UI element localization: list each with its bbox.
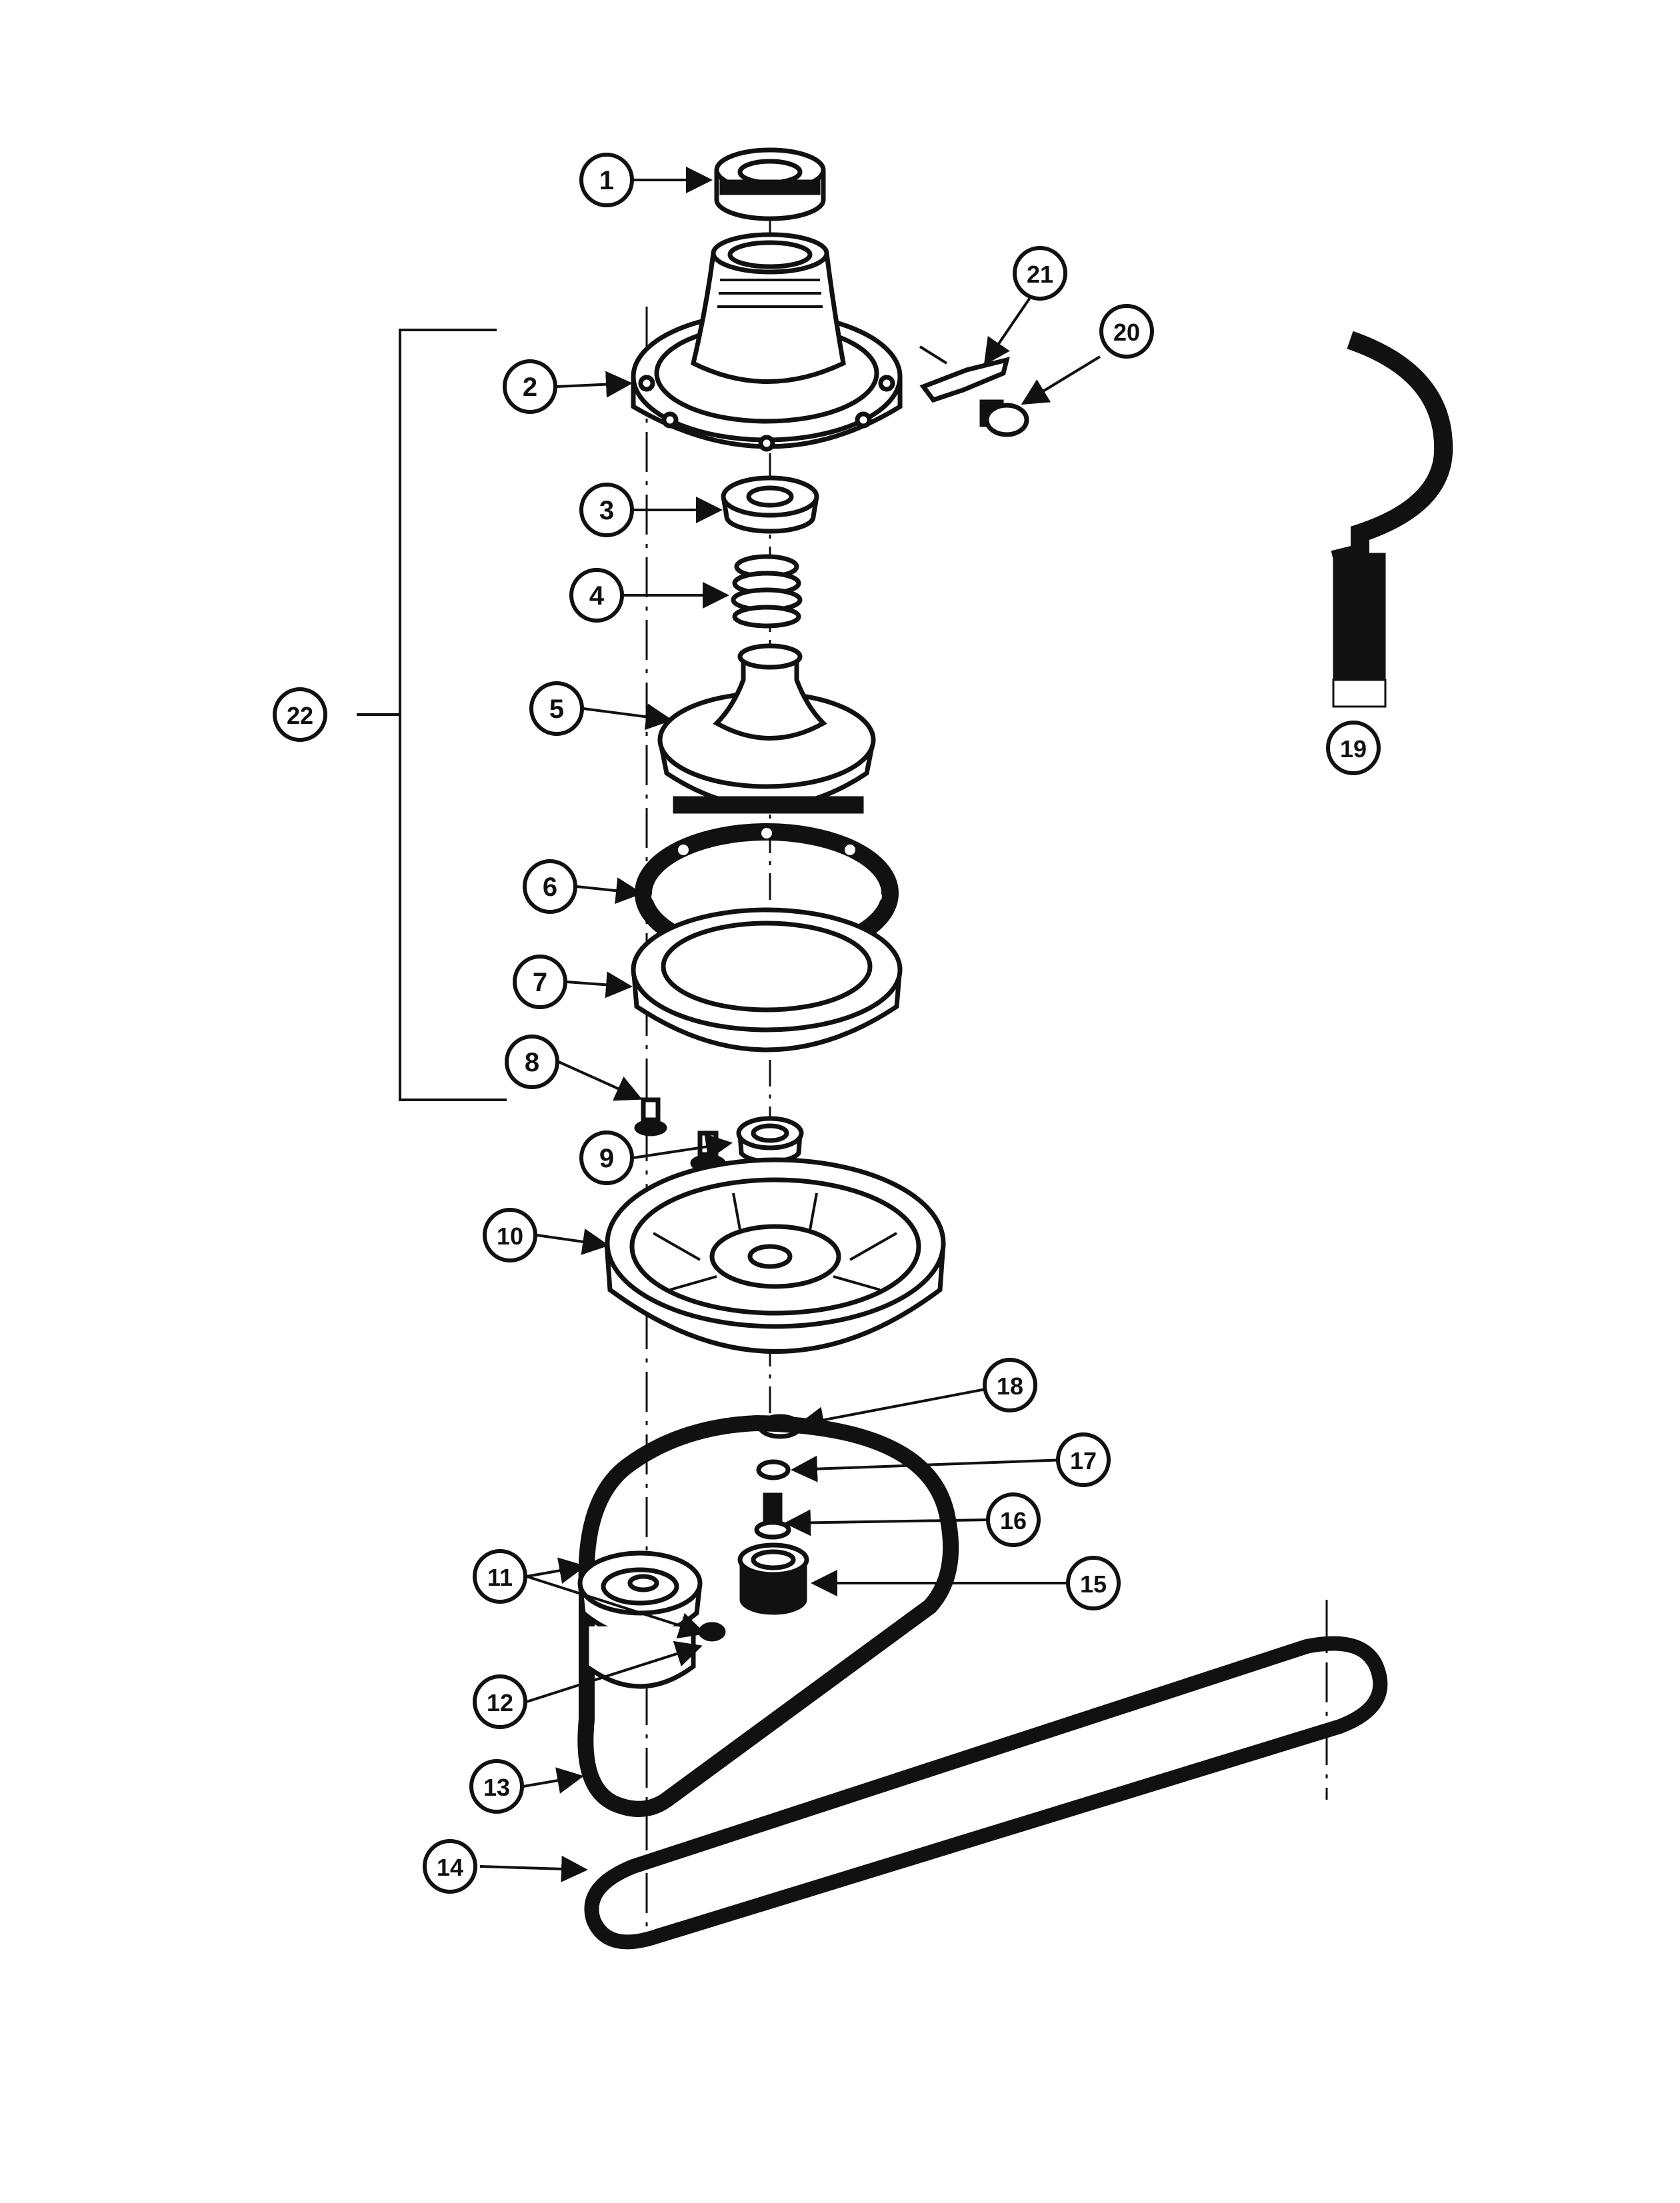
callout-circle (513, 955, 567, 1009)
part-2-housing (631, 232, 903, 452)
callout-number: 4 (589, 581, 605, 611)
callout-number: 16 (1000, 1507, 1027, 1534)
callout-11: 11 (473, 1549, 527, 1604)
part-9-bushing (736, 1116, 804, 1164)
callout-circle (473, 1549, 527, 1604)
callout-8: 8 (505, 1035, 559, 1089)
callout-circle (503, 359, 557, 414)
callout-circle (469, 1759, 524, 1814)
callout-circle (473, 1674, 527, 1729)
callout-number: 5 (549, 695, 564, 724)
callout-number: 13 (483, 1774, 510, 1801)
callout-number: 9 (599, 1144, 614, 1173)
callout-3: 3 (579, 483, 634, 537)
callout-14: 14 (423, 1839, 477, 1894)
callout-circle (1326, 721, 1381, 775)
callout-circle (529, 681, 584, 736)
callout-circle (579, 483, 634, 537)
callout-22: 22 (273, 687, 327, 742)
callout-7: 7 (513, 955, 567, 1009)
part-4-spring (731, 554, 803, 629)
callout-number: 3 (599, 496, 614, 525)
callout-number: 21 (1027, 261, 1053, 288)
part-15-collar (737, 1542, 809, 1615)
callout-circle (505, 1035, 559, 1089)
callout-13: 13 (469, 1759, 524, 1814)
callout-circle (1056, 1432, 1111, 1487)
callout-12: 12 (473, 1674, 527, 1729)
callout-19: 19 (1326, 721, 1381, 775)
callout-10: 10 (483, 1208, 537, 1262)
callout-number: 6 (543, 873, 557, 902)
part-10-pulley (604, 1157, 946, 1354)
part-3-seal (721, 475, 819, 534)
callout-number: 10 (497, 1222, 523, 1250)
part-21-clip (919, 345, 1010, 403)
callout-circle (579, 153, 634, 207)
callout-number: 2 (523, 373, 537, 402)
part-14-belt (584, 1636, 1388, 1950)
callout-17: 17 (1056, 1432, 1111, 1487)
part-1-bearing (714, 147, 826, 221)
callout-20: 20 (1099, 304, 1154, 359)
callout-circle (423, 1839, 477, 1894)
callout-circle (483, 1208, 537, 1262)
part-13-belt (577, 1414, 959, 1817)
callout-circle (579, 1130, 634, 1185)
callout-number: 14 (437, 1854, 463, 1881)
part-8-screws (634, 1097, 726, 1172)
callout-16: 16 (986, 1492, 1041, 1547)
callout-15: 15 (1066, 1556, 1121, 1610)
callout-18: 18 (983, 1358, 1037, 1412)
callout-number: 1 (599, 166, 614, 195)
callout-number: 15 (1080, 1570, 1107, 1598)
callout-number: 17 (1070, 1447, 1097, 1474)
callout-circle (569, 568, 624, 623)
callout-circle (523, 859, 577, 914)
assembly-bracket-22 (357, 329, 507, 1101)
callout-9: 9 (579, 1130, 634, 1185)
callout-circle (1066, 1556, 1121, 1610)
part-20-screw (979, 399, 1029, 437)
part-19-band (1331, 331, 1453, 708)
callout-number: 8 (525, 1048, 539, 1077)
callout-number: 11 (487, 1564, 513, 1591)
part-17-washer (756, 1459, 791, 1480)
callout-21: 21 (1013, 246, 1067, 301)
callout-1: 1 (579, 153, 634, 207)
callout-number: 19 (1340, 735, 1367, 763)
part-16-bolt (754, 1492, 791, 1540)
part-7-ring (631, 907, 903, 1053)
callout-number: 18 (997, 1372, 1023, 1400)
callout-circle (983, 1358, 1037, 1412)
callout-number: 7 (533, 968, 547, 997)
callout-number: 12 (487, 1689, 513, 1716)
callout-circle (1099, 304, 1154, 359)
callout-2: 2 (503, 359, 557, 414)
callout-number: 22 (287, 702, 313, 729)
callout-5: 5 (529, 681, 584, 736)
callout-circle (273, 687, 327, 742)
callout-4: 4 (569, 568, 624, 623)
part-5-hub (657, 643, 876, 814)
leader-lines (479, 167, 1101, 1882)
callout-6: 6 (523, 859, 577, 914)
callout-circle (1013, 246, 1067, 301)
callout-circle (986, 1492, 1041, 1547)
callout-number: 20 (1113, 319, 1140, 346)
